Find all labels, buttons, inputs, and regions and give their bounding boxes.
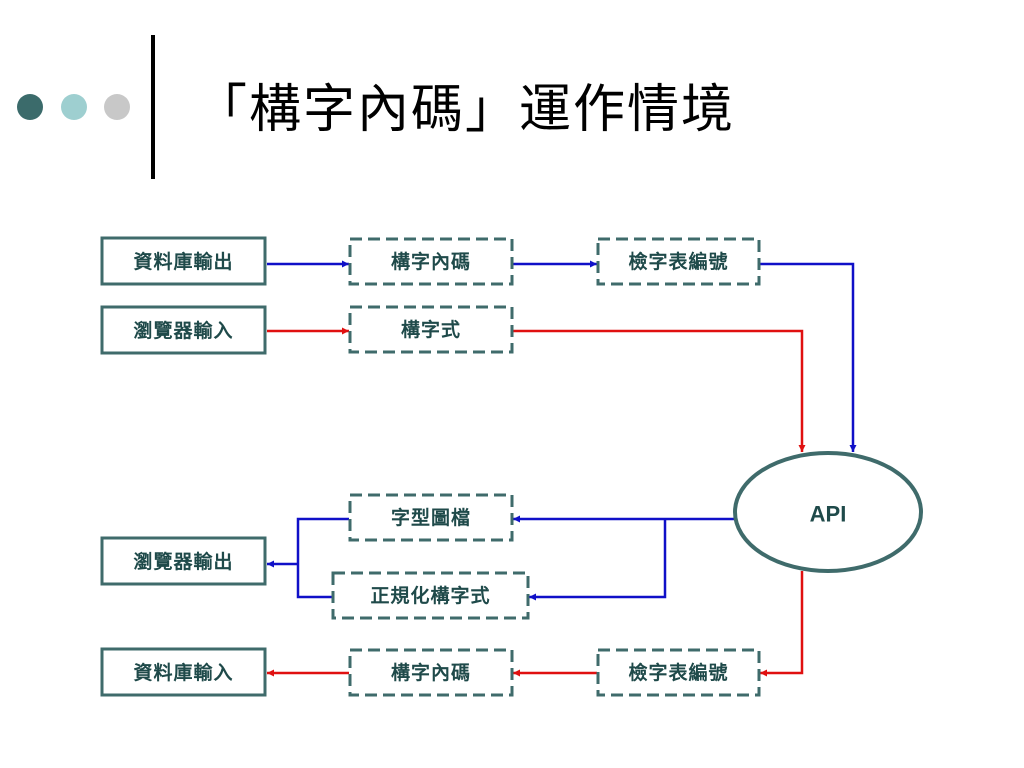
node-db-output: 資料庫輸出 (100, 236, 267, 286)
node-encode-internal-code-label: 構字內碼 (391, 250, 471, 273)
title-bullet-dot-light (61, 94, 87, 120)
node-encode-table-id-label: 檢字表編號 (628, 250, 728, 273)
title-bullet-dot-gray (104, 94, 130, 120)
node-browser-output-label: 瀏覽器輸出 (133, 550, 233, 573)
node-db-output-label: 資料庫輸出 (133, 250, 233, 273)
connector-api-to-decode-table-id (760, 571, 804, 677)
slide-title: 「構字內碼」運作情境 (195, 80, 736, 140)
node-decode-table-id: 檢字表編號 (596, 648, 761, 697)
node-composition-formula-label: 構字式 (401, 318, 461, 341)
title-bullet-dot-dark (17, 94, 43, 120)
node-db-input: 資料庫輸入 (100, 647, 267, 697)
node-db-input-label: 資料庫輸入 (133, 661, 233, 684)
connector-formula-to-api (513, 329, 806, 452)
node-font-image-label: 字型圖檔 (391, 506, 471, 529)
title-divider (151, 35, 155, 179)
node-browser-output: 瀏覽器輸出 (100, 536, 267, 586)
node-decode-internal-code: 構字內碼 (348, 648, 514, 697)
node-encode-internal-code: 構字內碼 (348, 237, 514, 286)
connector-font-image-to-junction (296, 517, 349, 599)
node-browser-input-label: 瀏覽器輸入 (133, 319, 233, 342)
connector-table-id-to-api (760, 262, 857, 452)
node-decode-internal-code-label: 構字內碼 (391, 661, 471, 684)
node-normalized-formula: 正規化構字式 (331, 571, 530, 620)
node-browser-input: 瀏覽器輸入 (100, 305, 267, 355)
connector-api-to-normalized-formula (529, 519, 667, 601)
node-normalized-formula-label: 正規化構字式 (370, 584, 490, 607)
node-api: API (733, 451, 923, 573)
node-encode-table-id: 檢字表編號 (596, 237, 761, 286)
node-decode-table-id-label: 檢字表編號 (628, 661, 728, 684)
node-api-label: API (810, 502, 847, 527)
node-composition-formula: 構字式 (348, 305, 514, 354)
node-font-image: 字型圖檔 (348, 493, 514, 542)
